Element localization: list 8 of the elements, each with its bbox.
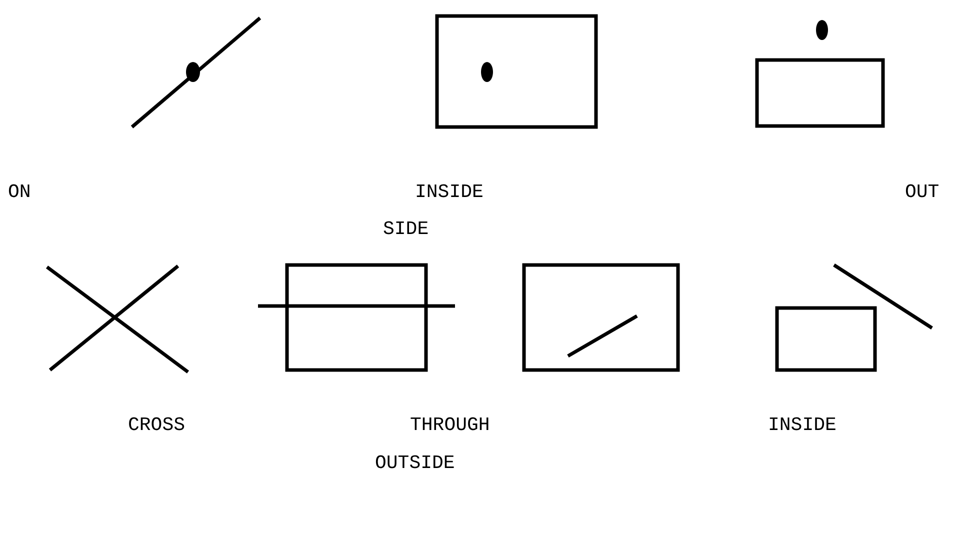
caption-text: INSIDE <box>768 414 836 436</box>
caption-text: OUT <box>905 181 940 203</box>
caption-text: SIDE <box>383 218 429 240</box>
caption-text: OUTSIDE <box>375 452 455 474</box>
caption-text: INSIDE <box>415 181 484 203</box>
caption-text: CROSS <box>128 414 186 436</box>
caption-text: ON <box>8 181 31 203</box>
caption-text: THROUGH <box>410 414 490 436</box>
